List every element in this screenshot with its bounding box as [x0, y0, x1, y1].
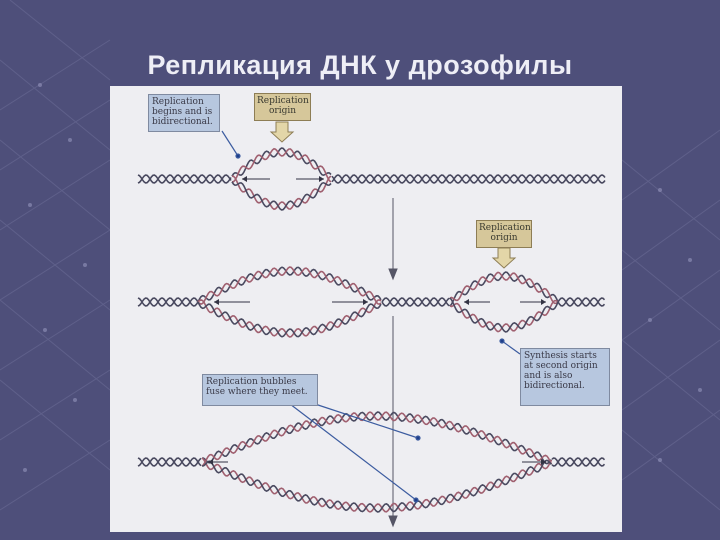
- row2-bubble-2-lower-strand-2: [449, 297, 559, 333]
- row1-right-duplex-strand-2: [331, 174, 606, 184]
- row1-left-duplex: [137, 174, 232, 184]
- origin-arrow-1: [269, 121, 295, 143]
- row1-bubble-upper-strand-2: [231, 147, 332, 183]
- callout-bubbles-fuse: Replication bubbles fuse where they meet…: [202, 374, 318, 406]
- flow-arrows: [388, 198, 398, 528]
- callout-second-origin: Synthesis starts at second origin and is…: [520, 348, 610, 406]
- row1-bubble-upper: [231, 147, 332, 183]
- row3-bubble-upper: [201, 411, 553, 467]
- row2-bubble-1-lower-strand-1: [197, 299, 382, 338]
- pointer-fuse-1-dot: [415, 435, 421, 441]
- pointer-begins-dot: [235, 153, 241, 159]
- row1-left-duplex-strand-1: [137, 174, 232, 184]
- row2-bubble-2-upper-strand-1: [449, 271, 559, 307]
- pointer-second-origin: [501, 340, 521, 355]
- row3-bubble-lower: [201, 457, 553, 513]
- pointer-second-origin-dot: [499, 338, 505, 344]
- row2-bubble-1-upper-strand-2: [197, 266, 382, 305]
- diagram-drawing: [137, 121, 606, 528]
- row3-bubble-upper-strand-1: [201, 411, 553, 465]
- row3-arrow-right-head: [541, 459, 546, 465]
- row1-bubble-lower-strand-1: [231, 175, 332, 211]
- row1-bubble-lower-strand-2: [231, 181, 332, 211]
- flow-arrow-head-1: [388, 268, 398, 281]
- row3-left-duplex-strand-1: [137, 457, 202, 467]
- origin-arrows: [269, 121, 517, 269]
- callout-replication-begins: Replication begins and is bidirectional.: [148, 94, 220, 132]
- row3-right-duplex: [551, 457, 606, 467]
- flow-arrow-head-2: [388, 515, 398, 528]
- row2-right-duplex: [557, 297, 606, 307]
- row2-bubble-2-upper: [449, 271, 559, 307]
- origin-label-1: Replication origin: [254, 93, 311, 121]
- origin-label-2: Replication origin: [476, 220, 532, 248]
- row1-arrow-right-head: [319, 176, 324, 182]
- row3-bubble-lower-strand-1: [201, 457, 553, 513]
- row3-bubble-lower-strand-2: [201, 459, 553, 513]
- row2-arrow-1-head: [214, 299, 219, 305]
- row3-right-duplex-strand-1: [551, 457, 606, 467]
- row1-bubble-lower: [231, 175, 332, 211]
- pointer-begins: [221, 130, 239, 157]
- row2-bubble-2-lower-strand-1: [449, 299, 559, 333]
- row3-arrow-left-head: [208, 459, 213, 465]
- row2-bubble-1-upper: [197, 266, 382, 305]
- row3-bubble-upper-strand-2: [201, 411, 553, 467]
- row1-bubble-upper-strand-1: [231, 147, 332, 177]
- row2-bubble-1-lower-strand-2: [197, 301, 382, 338]
- row2-right-duplex-strand-2: [557, 297, 606, 307]
- row2-arrow-2-head: [363, 299, 368, 305]
- row2-bubble-2-lower: [449, 297, 559, 333]
- pointer-lines: [221, 130, 521, 503]
- row1-left-duplex-strand-2: [137, 174, 232, 184]
- row1-right-duplex-strand-1: [331, 174, 606, 184]
- row2-left-duplex-strand-2: [137, 297, 199, 307]
- row3-right-duplex-strand-2: [551, 457, 606, 467]
- replication-diagram: Replication begins and is bidirectional.…: [110, 86, 622, 532]
- row2-arrow-4-head: [541, 299, 546, 305]
- row1-right-duplex: [331, 174, 606, 184]
- slide-title: Репликация ДНК у дрозофилы: [147, 50, 573, 80]
- row2-bubble-1-lower: [197, 299, 382, 338]
- row2-left-duplex-strand-1: [137, 297, 199, 307]
- row2-middle-duplex: [381, 297, 450, 307]
- origin-arrow-2: [491, 247, 517, 269]
- row2-bubble-2-upper-strand-2: [449, 271, 559, 305]
- row2-middle-duplex-strand-2: [381, 297, 450, 307]
- row2-bubble-1-upper-strand-1: [197, 266, 382, 303]
- pointer-fuse-2-dot: [413, 497, 419, 503]
- row1-arrow-left-head: [242, 176, 247, 182]
- row3-left-duplex: [137, 457, 202, 467]
- row3-left-duplex-strand-2: [137, 457, 202, 467]
- pointer-fuse-2: [289, 403, 417, 501]
- pointer-fuse-1: [314, 403, 419, 439]
- row2-arrow-3-head: [464, 299, 469, 305]
- row2-left-duplex: [137, 297, 199, 307]
